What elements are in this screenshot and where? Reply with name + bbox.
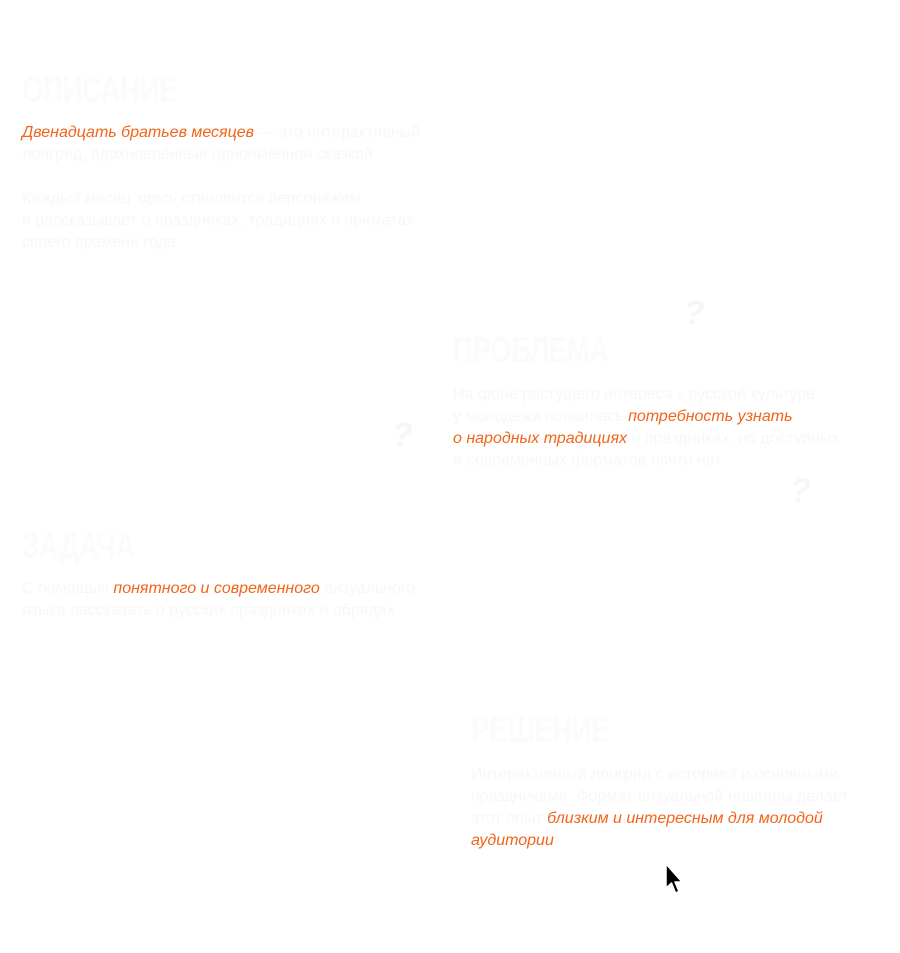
mouse-cursor-icon [665,863,683,894]
problem-line4: и современных форматов почти нет [453,452,722,469]
task-paragraph: С помощью понятного и современного визуа… [22,578,452,622]
description-section: ОПИСАНИЕ Двенадцать братьев месяцев — эт… [22,70,452,254]
problem-line1: На фоне растущего интереса к русской кул… [453,386,815,403]
solution-highlight-1: близким и интересным для молодой [547,810,823,827]
solution-line2: праздниками. Формат визуальной новеллы д… [471,788,849,805]
problem-highlight-2: о народных традициях [453,430,627,447]
task-section: ЗАДАЧА С помощью понятного и современног… [22,526,452,622]
problem-section: ПРОБЛЕМА На фоне растущего интереса к ру… [453,330,883,472]
solution-heading: РЕШЕНИЕ [471,709,610,750]
description-highlight: Двенадцать братьев месяцев [22,124,254,141]
task-line1-rest: визуального [319,580,416,597]
description-p2-line2: и рассказывает о праздниках, традициях и… [22,212,415,229]
question-mark-decor-2: ? [392,416,413,454]
task-line2: языка рассказать о русских праздниках и … [22,602,395,619]
solution-section: РЕШЕНИЕ Интерактивный лонгрид с историей… [471,710,891,852]
description-paragraph-1: Двенадцать братьев месяцев — это интерак… [22,122,452,166]
solution-paragraph: Интерактивный лонгрид с историей и основ… [471,764,891,852]
question-mark-decor-3: ? [790,472,811,510]
problem-paragraph: На фоне растущего интереса к русской кул… [453,384,883,472]
task-highlight: понятного и современного [113,580,320,597]
description-heading: ОПИСАНИЕ [22,69,178,110]
task-line1-pre: С помощью [22,580,114,597]
solution-highlight-2: аудитории [471,832,554,849]
problem-line2: у молодёжи появилась [453,408,629,425]
problem-line3: и праздниках, но доступных [627,430,840,447]
problem-highlight-1: потребность узнать [628,408,793,425]
solution-line1: Интерактивный лонгрид с историей и основ… [471,766,838,783]
description-paragraph-2: Каждый месяц здесь становится персонажем… [22,188,452,254]
problem-heading: ПРОБЛЕМА [453,329,610,370]
description-p1-line1: — это интерактивный [254,124,421,141]
task-heading: ЗАДАЧА [22,525,135,566]
solution-line3-pre: этот опыт [471,810,548,827]
description-p2-line1: Каждый месяц здесь становится персонажем [22,190,361,207]
description-p2-line3: своего времени года [22,234,176,251]
description-p1-line2: лонгрид, вдохновлённый одноимённой сказк… [22,146,374,163]
question-mark-decor-1: ? [684,294,705,332]
